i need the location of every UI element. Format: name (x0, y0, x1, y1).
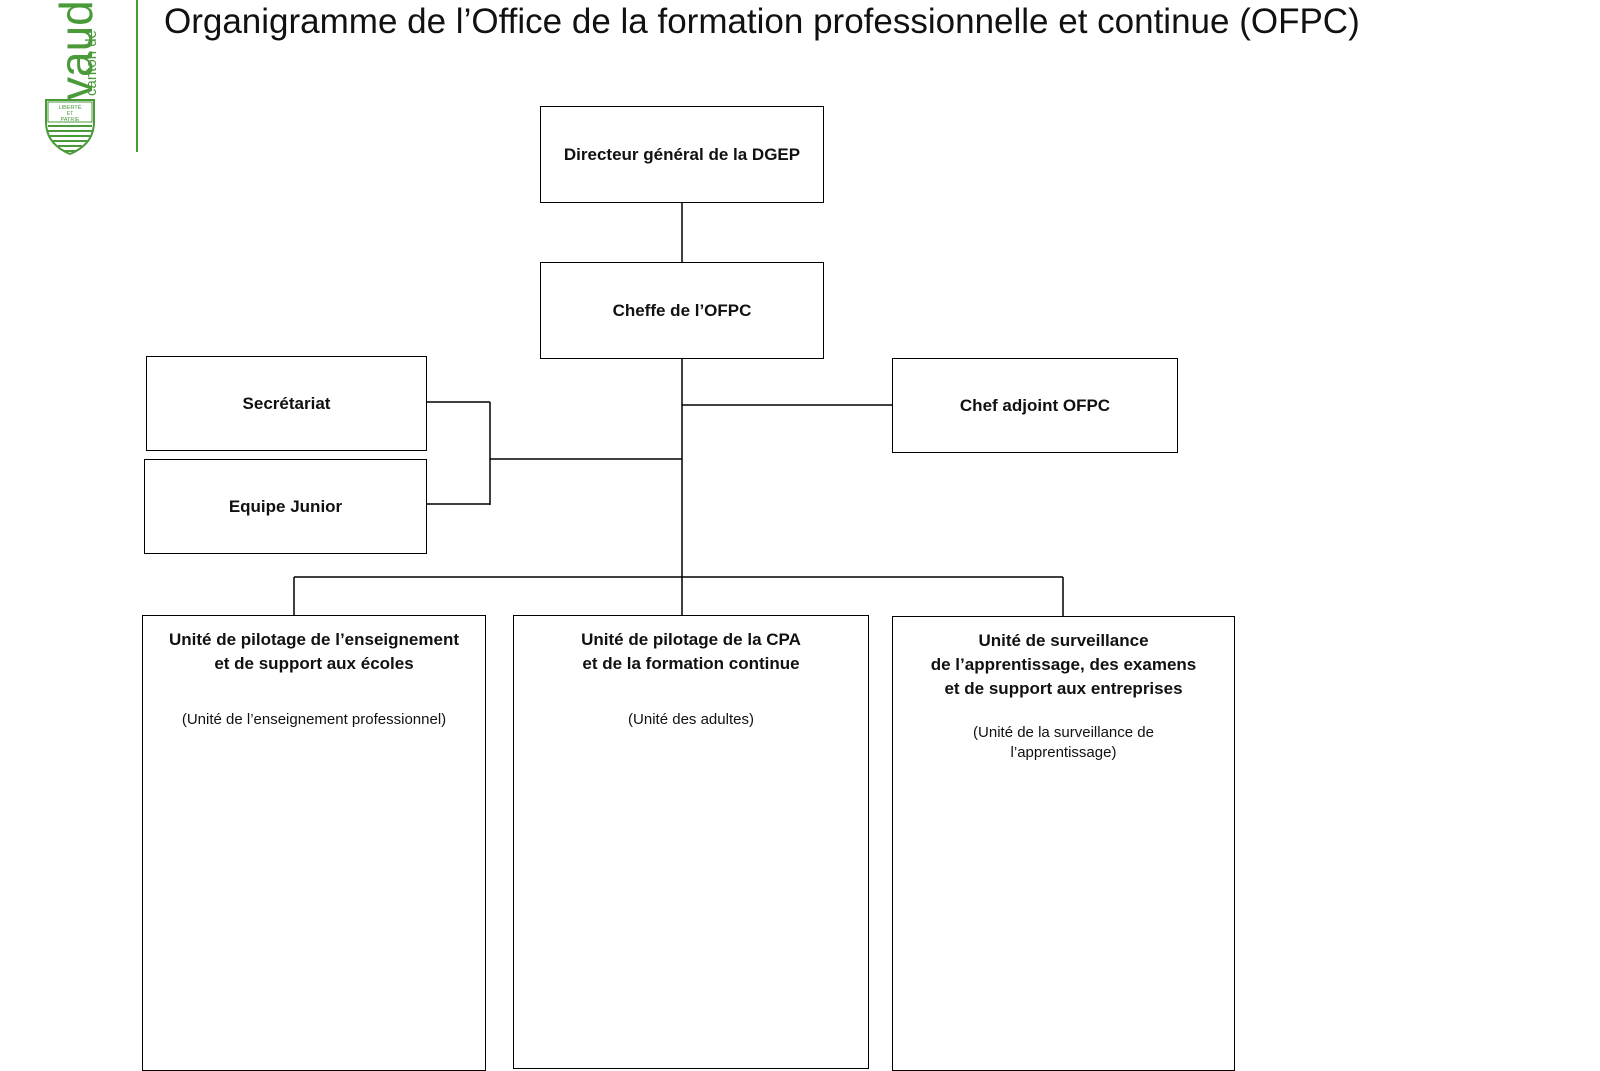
node-unite-cpa: Unité de pilotage de la CPA et de la for… (513, 615, 869, 1069)
node-unite-cpa-label: Unité de pilotage de la CPA et de la for… (581, 630, 801, 673)
page-title: Organigramme de l’Office de la formation… (164, 2, 1360, 41)
node-cheffe-ofpc-label: Cheffe de l’OFPC (612, 300, 752, 320)
node-unite-enseignement-sub: (Unité de l’enseignement professionnel) (181, 711, 447, 728)
node-unite-surveillance-label: Unité de surveillance de l’apprentissage… (930, 631, 1197, 698)
node-cheffe-ofpc: Cheffe de l’OFPC (540, 262, 824, 359)
logo-motto-line-2: ET (67, 111, 73, 117)
logo-motto-line-1: LIBERTÉ (59, 104, 82, 111)
node-secretariat-label: Secrétariat (242, 393, 331, 413)
node-unite-enseignement: Unité de pilotage de l’enseignement et d… (142, 615, 486, 1071)
node-equipe-junior: Equipe Junior (144, 459, 427, 554)
node-unite-surveillance: Unité de surveillance de l’apprentissage… (892, 616, 1235, 1071)
node-secretariat: Secrétariat (146, 356, 427, 451)
node-equipe-junior-label: Equipe Junior (228, 496, 343, 516)
node-directeur-general-label: Directeur général de la DGEP (563, 144, 801, 164)
canton-de-vaud-logo: canton de vaud LIBERTÉ ET PATRIE (45, 0, 102, 156)
node-directeur-general: Directeur général de la DGEP (540, 106, 824, 203)
node-chef-adjoint-label: Chef adjoint OFPC (959, 395, 1111, 415)
node-chef-adjoint: Chef adjoint OFPC (892, 358, 1178, 453)
logo-divider (136, 0, 138, 152)
shield-icon: LIBERTÉ ET PATRIE (45, 99, 95, 156)
logo-canton-de-text: canton de (83, 30, 100, 96)
logo-motto-line-3: PATRIE (60, 117, 79, 123)
logo-vaud-wordmark: vaud (50, 0, 102, 100)
node-unite-cpa-sub: (Unité des adultes) (628, 711, 754, 728)
node-unite-enseignement-label: Unité de pilotage de l’enseignement et d… (169, 630, 459, 673)
node-unite-surveillance-sub: (Unité de la surveillance de l’apprentis… (973, 724, 1154, 761)
